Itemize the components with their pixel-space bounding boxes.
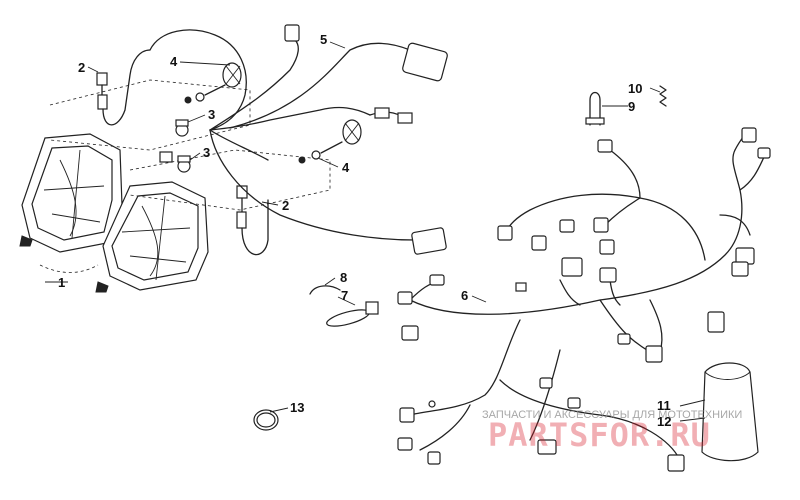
callout-5: 5 xyxy=(320,32,327,47)
headlight-right xyxy=(95,181,209,293)
callout-3-upper: 3 xyxy=(208,107,215,122)
callout-7: 7 xyxy=(341,288,348,303)
clamp xyxy=(309,285,341,295)
bulb-socket-lower xyxy=(236,185,269,256)
headlight-wiring-harness xyxy=(149,24,448,255)
bulb-lower xyxy=(177,155,191,173)
bracket-lower xyxy=(129,149,331,211)
callouts: 1 2 2 3 3 4 4 5 6 7 8 9 10 11 12 13 xyxy=(58,32,671,429)
watermark-site: PARTSFOR.RU xyxy=(488,416,711,454)
callout-2-upper: 2 xyxy=(78,60,85,75)
callout-9: 9 xyxy=(628,99,635,114)
cable-tie xyxy=(326,301,379,327)
callout-11: 11 xyxy=(657,398,671,413)
watermark-tagline: ЗАПЧАСТИ И АКСЕССУАРЫ ДЛЯ МОТОТЕХНИКИ xyxy=(482,409,742,421)
u-clip xyxy=(585,91,605,126)
callout-13: 13 xyxy=(290,400,304,415)
headlight-bulb-upper xyxy=(184,62,242,104)
callout-6: 6 xyxy=(461,288,468,303)
leader-lines xyxy=(45,41,706,422)
sleeve xyxy=(701,362,759,462)
callout-4-lower: 4 xyxy=(342,160,350,175)
bulb-upper xyxy=(175,119,189,137)
callout-3-lower: 3 xyxy=(203,145,210,160)
callout-2-lower: 2 xyxy=(282,198,289,213)
watermark: ЗАПЧАСТИ И АКСЕССУАРЫ ДЛЯ МОТОТЕХНИКИ PA… xyxy=(482,409,742,454)
callout-4-upper: 4 xyxy=(170,54,178,69)
main-wiring-harness xyxy=(397,127,771,472)
ring-clamp xyxy=(253,409,279,431)
bracket-upper xyxy=(49,79,251,151)
bulb-socket-upper xyxy=(96,49,151,126)
spring xyxy=(659,85,667,107)
headlight-bulb-lower xyxy=(298,119,362,164)
callout-1: 1 xyxy=(58,275,65,290)
callout-12: 12 xyxy=(657,414,671,429)
headlight-left xyxy=(19,133,123,253)
callout-8: 8 xyxy=(340,270,347,285)
callout-10: 10 xyxy=(628,81,642,96)
